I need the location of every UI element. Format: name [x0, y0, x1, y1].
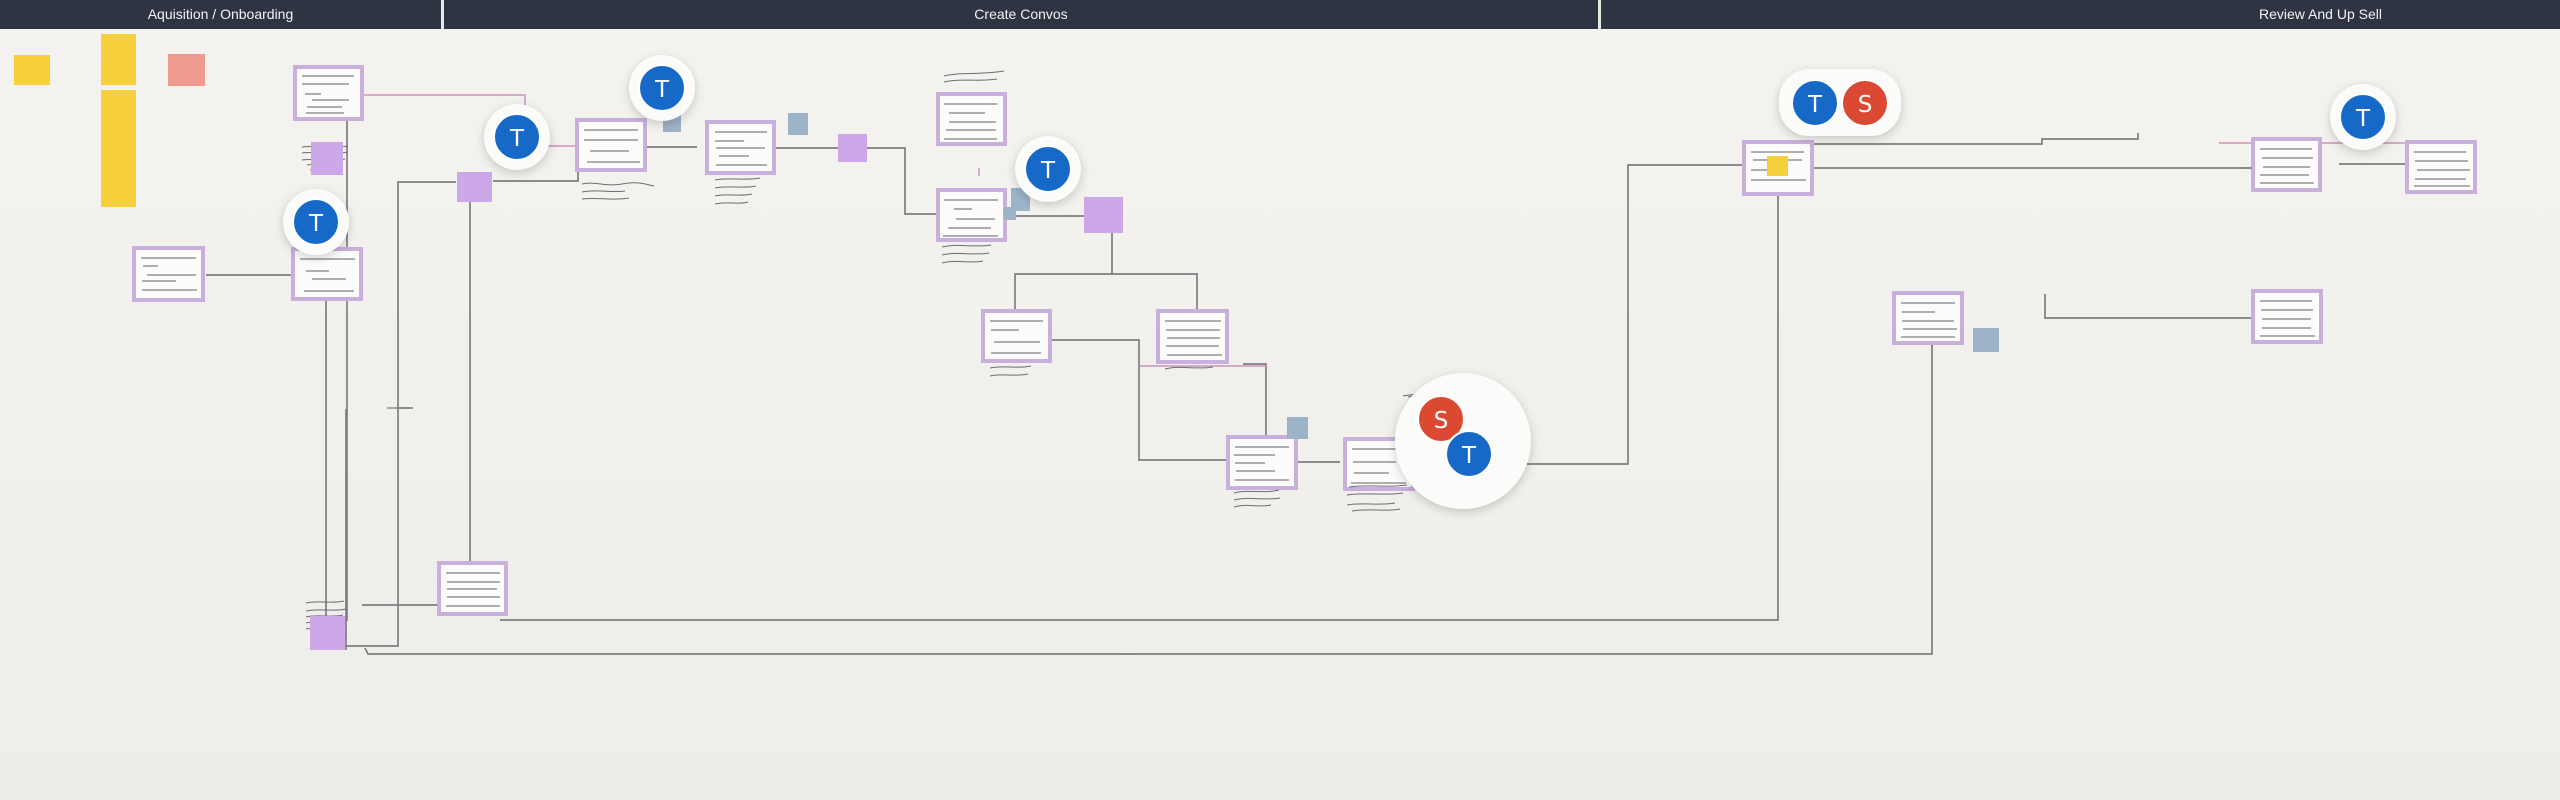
purple-connector-lines: [361, 94, 2407, 367]
sticky-notes-purple: [310, 134, 1123, 650]
frame-performance-review: [2251, 137, 2322, 192]
frame-manage-details: [1892, 291, 1964, 345]
note-purple-3: [838, 134, 867, 162]
note-yellow-3: [101, 90, 136, 207]
frame-template-picker: [1156, 309, 1229, 364]
note-yellow-4: [1767, 156, 1788, 176]
collaborator-bubble-2: T: [484, 104, 550, 170]
note-blue-4: [1287, 417, 1308, 439]
collaborator-avatar-t-3[interactable]: T: [292, 198, 340, 246]
frame-onboarding-screen: [132, 246, 205, 302]
frame-convo-preview: [936, 188, 1007, 242]
collaborator-avatar-t-5[interactable]: T: [1791, 79, 1839, 127]
collaborator-avatar-s-1[interactable]: S: [1841, 79, 1889, 127]
collaborator-avatar-t-1[interactable]: T: [638, 64, 686, 112]
wireframe-frames: [132, 65, 2477, 616]
frame-interiors: [141, 75, 2470, 607]
phase-acquisition-onboarding[interactable]: Aquisition / Onboarding: [0, 0, 441, 29]
collaborator-bubble-3: T: [283, 189, 349, 255]
collaborator-avatar-t-6[interactable]: T: [2339, 93, 2387, 141]
connector-lines: [206, 120, 2407, 655]
note-purple-4: [1084, 197, 1123, 233]
frame-review-report: [2251, 289, 2323, 344]
note-blue-2: [788, 113, 808, 135]
note-blue-6: [1004, 207, 1016, 220]
small-marks: [387, 167, 2252, 655]
phase-review-and-up-sell[interactable]: Review And Up Sell: [2081, 0, 2560, 29]
collaborator-avatar-t-2[interactable]: T: [493, 113, 541, 161]
note-purple-2: [457, 172, 492, 202]
collaborator-bubble-1: T: [629, 55, 695, 121]
collaborator-bubble-4: T: [1015, 136, 1081, 202]
collaborator-avatar-t-4[interactable]: T: [1024, 145, 1072, 193]
sticky-notes-yellow: [14, 34, 1788, 207]
collaborator-bubble-7: S T: [1395, 373, 1531, 509]
collaborator-avatar-t-7[interactable]: T: [1445, 430, 1493, 478]
sketch-notes: [301, 70, 1460, 630]
note-purple-1: [311, 142, 343, 175]
note-blue-5: [1973, 328, 1999, 352]
phase-create-convos[interactable]: Create Convos: [444, 0, 1598, 29]
sticky-notes-pink: [168, 54, 205, 86]
frame-convo-detail: [936, 92, 1007, 146]
note-purple-5: [310, 616, 345, 650]
collaborator-bubble-5: T S: [1779, 69, 1901, 136]
collaborator-bubble-6: T: [2330, 84, 2396, 150]
note-yellow-1: [101, 34, 136, 85]
note-pink-1: [168, 54, 205, 86]
note-yellow-2: [14, 55, 50, 85]
frame-upgrade-offer: [2405, 140, 2477, 194]
phase-header-bar: Aquisition / Onboarding Create Convos Ma…: [0, 0, 2560, 29]
frame-signup-screen: [293, 65, 364, 121]
